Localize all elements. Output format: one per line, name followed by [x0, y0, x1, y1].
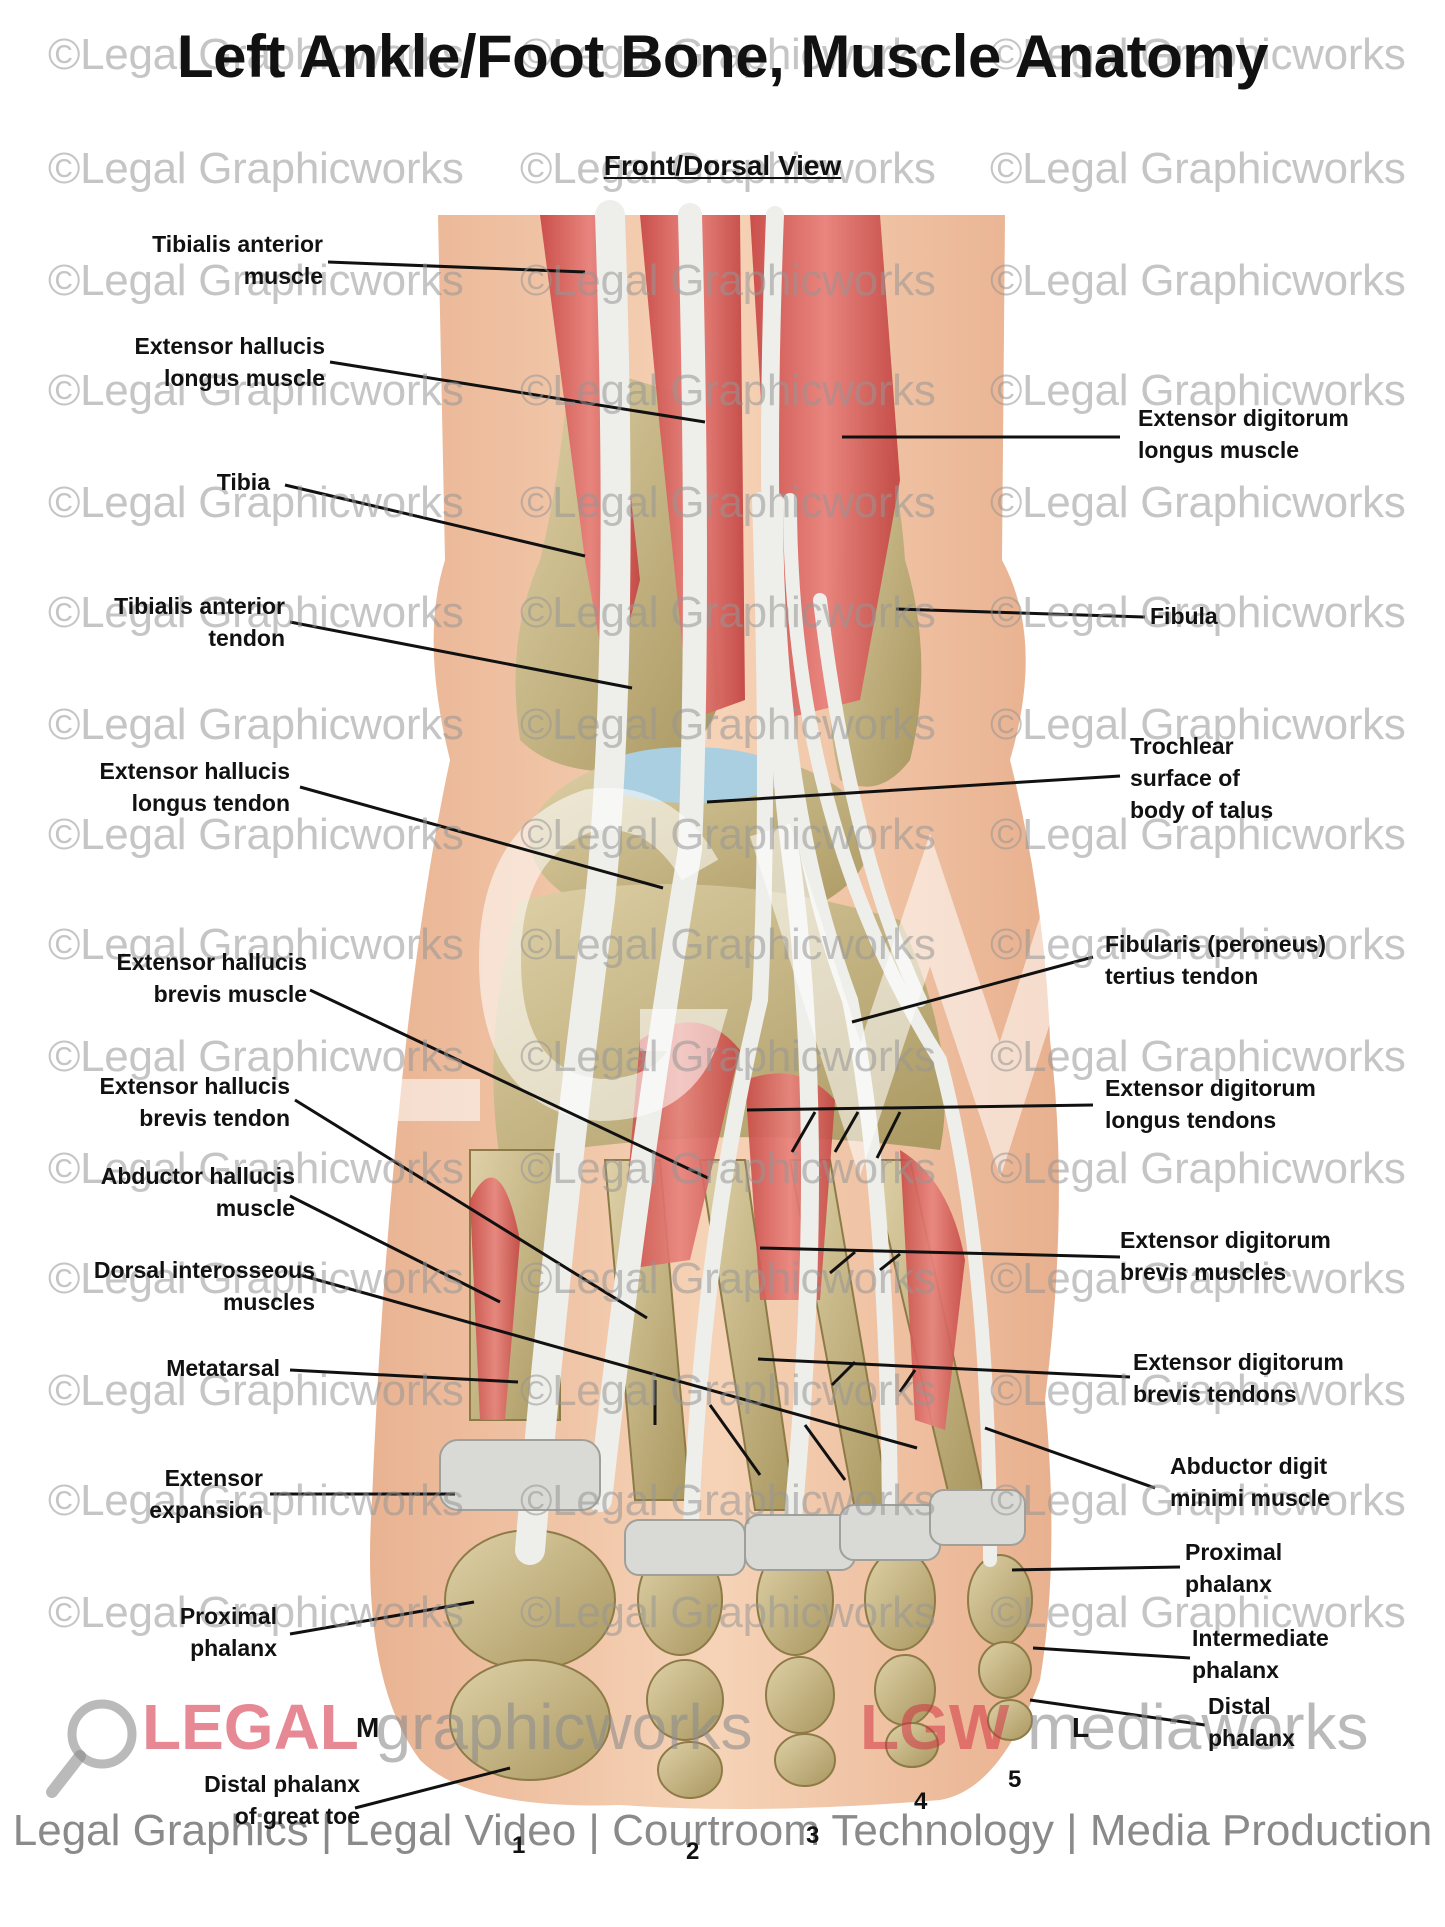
watermark-r3c1: ©Legal Graphicworks [48, 256, 464, 305]
watermark-r11c3: ©Legal Graphicworks [990, 1144, 1406, 1193]
watermark-r4c2: ©Legal Graphicworks [520, 366, 936, 415]
watermark-r14c1: ©Legal Graphicworks [48, 1476, 464, 1525]
toe-number-3: 3 [806, 1822, 820, 1849]
watermark-r14c2: ©Legal Graphicworks [520, 1476, 936, 1525]
watermark-r14c3: ©Legal Graphicworks [990, 1476, 1406, 1525]
leader-lines [270, 260, 1206, 1810]
watermark-r13c2: ©Legal Graphicworks [520, 1366, 936, 1415]
legal-graphicworks-logo: LEGAL graphicworks [142, 1690, 753, 1764]
footer-tagline: Legal Graphics | Legal Video | Courtroom… [12, 1806, 1433, 1855]
toe-number-2: 2 [686, 1838, 700, 1865]
watermark-r7c3: ©Legal Graphicworks [990, 700, 1406, 749]
watermark-r2c3: ©Legal Graphicworks [990, 144, 1406, 193]
watermark-r5c2: ©Legal Graphicworks [520, 478, 936, 527]
toe-number-4: 4 [914, 1788, 928, 1815]
view-subtitle: Front/Dorsal View [603, 150, 842, 181]
label-fibula: Fibula [1150, 603, 1218, 629]
toe-number-1: 1 [512, 1832, 526, 1859]
watermark-r11c2: ©Legal Graphicworks [520, 1144, 936, 1193]
magnifier-icon [46, 1699, 137, 1798]
watermark-r8c3: ©Legal Graphicworks [990, 810, 1406, 859]
phalanges [444, 1529, 1033, 1799]
logo-mediaworks-text: mediaworks [1027, 1691, 1369, 1763]
page-title: Left Ankle/Foot Bone, Muscle Anatomy [177, 23, 1268, 90]
watermark-r12c3: ©Legal Graphicworks [990, 1254, 1406, 1303]
extensor-expansions [439, 1439, 1026, 1576]
watermark-r6c3: ©Legal Graphicworks [990, 588, 1406, 637]
watermark-r12c1: ©Legal Graphicworks [48, 1254, 464, 1303]
watermark-r15c2: ©Legal Graphicworks [520, 1588, 936, 1637]
watermark-r2c2: ©Legal Graphicworks [520, 144, 936, 193]
watermark-r1c3: ©Legal Graphicworks [990, 30, 1406, 79]
lgw-watermark-logo [279, 787, 1110, 1178]
watermark-r4c1: ©Legal Graphicworks [48, 366, 464, 415]
watermark-r11c1: ©Legal Graphicworks [48, 1144, 464, 1193]
watermark-r3c3: ©Legal Graphicworks [990, 256, 1406, 305]
watermark-r8c2: ©Legal Graphicworks [520, 810, 936, 859]
watermark-r3c2: ©Legal Graphicworks [520, 256, 936, 305]
watermark-r4c3: ©Legal Graphicworks [990, 366, 1406, 415]
lgw-mediaworks-logo: LGW mediaworks [860, 1690, 1369, 1764]
watermark-r8c1: ©Legal Graphicworks [48, 810, 464, 859]
lateral-marker: L [1072, 1712, 1090, 1743]
watermark-r9c1: ©Legal Graphicworks [48, 920, 464, 969]
watermark-r7c2: ©Legal Graphicworks [520, 700, 936, 749]
watermark-r9c3: ©Legal Graphicworks [990, 920, 1406, 969]
watermark-r1c2: ©Legal Graphicworks [520, 30, 936, 79]
watermark-r1c1: ©Legal Graphicworks [48, 30, 464, 79]
watermark-r10c2: ©Legal Graphicworks [520, 1032, 936, 1081]
watermark-r2c1: ©Legal Graphicworks [48, 144, 464, 193]
watermark-r12c2: ©Legal Graphicworks [520, 1254, 936, 1303]
watermark-r6c2: ©Legal Graphicworks [520, 588, 936, 637]
label-metatarsal: Metatarsal [166, 1355, 280, 1381]
watermark-r13c1: ©Legal Graphicworks [48, 1366, 464, 1415]
medial-marker: M [356, 1712, 380, 1743]
watermark-r10c3: ©Legal Graphicworks [990, 1032, 1406, 1081]
watermark-r10c1: ©Legal Graphicworks [48, 1032, 464, 1081]
watermark-r5c3: ©Legal Graphicworks [990, 478, 1406, 527]
watermark-r9c2: ©Legal Graphicworks [520, 920, 936, 969]
watermark-r6c1: ©Legal Graphicworks [48, 588, 464, 637]
watermark-r7c1: ©Legal Graphicworks [48, 700, 464, 749]
logo-lgw-text: LGW [860, 1691, 1010, 1763]
label-fibularis-tertius: Fibularis (peroneus)tertius tendon [1105, 931, 1327, 989]
label-tibia: Tibia [216, 469, 270, 495]
watermark-r15c1: ©Legal Graphicworks [48, 1588, 464, 1637]
logo-legal-text: LEGAL [142, 1691, 358, 1763]
watermark-r15c3: ©Legal Graphicworks [990, 1588, 1406, 1637]
watermark-r5c1: ©Legal Graphicworks [48, 478, 464, 527]
watermark-r13c3: ©Legal Graphicworks [990, 1366, 1406, 1415]
logo-graphicworks-text: graphicworks [375, 1691, 753, 1763]
toe-number-5: 5 [1008, 1766, 1022, 1793]
tendon-pointer-ticks [653, 1111, 917, 1481]
